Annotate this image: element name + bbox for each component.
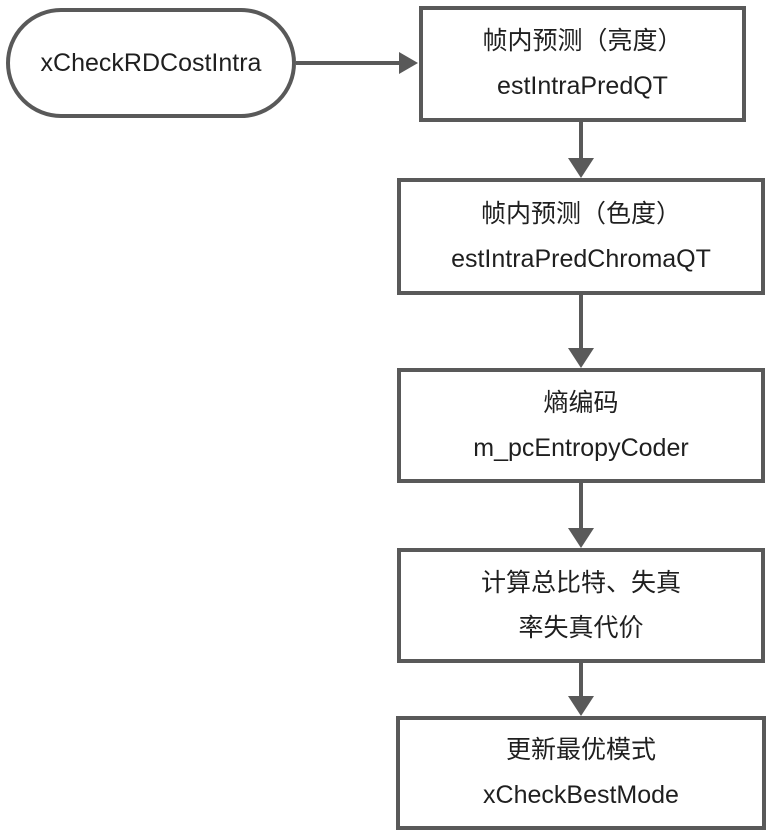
flow-node-entropy-coding: 熵编码 m_pcEntropyCoder (397, 368, 765, 483)
flow-node-line2: estIntraPredChromaQT (451, 244, 711, 273)
flow-node-update-best-mode: 更新最优模式 xCheckBestMode (396, 716, 766, 830)
arrowhead-down-icon (568, 348, 594, 368)
arrow-shaft-chroma-to-entropy (579, 295, 583, 348)
flow-node-line2: m_pcEntropyCoder (473, 433, 689, 462)
arrowhead-down-icon (568, 158, 594, 178)
flow-node-start-label: xCheckRDCostIntra (40, 48, 262, 77)
flow-node-line1: 更新最优模式 (505, 736, 656, 764)
arrow-shaft-entropy-to-cost (579, 483, 583, 528)
flow-node-compute-rd-cost: 计算总比特、失真 率失真代价 (397, 548, 765, 663)
arrow-shaft-cost-to-bestmode (579, 663, 583, 696)
arrow-shaft-start-to-luma (296, 61, 399, 65)
flow-node-line1: 帧内预测（色度） (480, 199, 681, 228)
flow-node-line1: 帧内预测（亮度） (482, 27, 683, 55)
arrowhead-right-icon (399, 52, 418, 74)
arrowhead-down-icon (568, 528, 594, 548)
flow-node-line1: 计算总比特、失真 (480, 568, 681, 597)
arrow-shaft-luma-to-chroma (579, 122, 583, 158)
flow-node-intra-pred-luma: 帧内预测（亮度） estIntraPredQT (419, 6, 746, 122)
flow-node-line2: 率失真代价 (518, 613, 644, 642)
arrowhead-down-icon (568, 696, 594, 716)
flow-node-line2: estIntraPredQT (497, 72, 668, 100)
flow-node-intra-pred-chroma: 帧内预测（色度） estIntraPredChromaQT (397, 178, 765, 295)
flow-node-start: xCheckRDCostIntra (6, 8, 296, 118)
flow-node-line2: xCheckBestMode (483, 781, 679, 809)
flow-node-line1: 熵编码 (543, 388, 619, 417)
